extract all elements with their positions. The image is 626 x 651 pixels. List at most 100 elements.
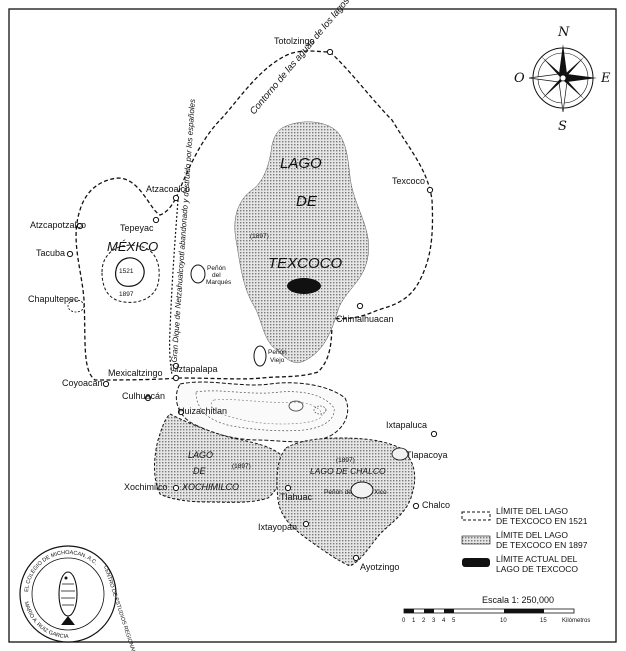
penon-viejo-label-2: Viejo [270, 357, 285, 364]
lago-texcoco-label-3: TEXCOCO [268, 255, 343, 272]
iztapalapa-peninsula [175, 381, 349, 443]
scale-tick-2: 2 [422, 618, 426, 624]
seal-fish-glyph [58, 571, 78, 625]
label-atzacoalco: Atzacoalco [146, 184, 190, 194]
marker-tlahuac [284, 484, 292, 492]
place-markers [66, 48, 438, 562]
dike-netzahualcoyotl [169, 199, 179, 376]
marker-atzcapotzalco [76, 222, 84, 230]
label-xochimilco: Xochimilco [124, 482, 168, 492]
penon-marques-label-2: del [212, 272, 221, 279]
marker-coyoacan [102, 380, 110, 388]
mexico-city-island-1521 [115, 257, 145, 287]
label-huizachitlan: Huizachitlan [178, 406, 227, 416]
marker-chimalhuacan [356, 302, 364, 310]
marker-tepeyac [152, 216, 160, 224]
tlapacoya-hill [391, 447, 409, 461]
legend-swatch-1521 [461, 511, 491, 521]
legend-current-line1: LÍMITE ACTUAL DEL [496, 554, 578, 564]
scale-bar: Escala 1: 250,000 0 1 2 3 4 5 10 15 Kiló… [402, 595, 590, 624]
lago-texcoco-1897 [234, 121, 369, 363]
label-chapultepec: Chapultepec [28, 294, 79, 304]
compass-south: S [558, 119, 567, 134]
label-atzcapotzalco: Atzcapotzalco [30, 220, 86, 230]
marker-atzacoalco [172, 194, 180, 202]
marker-ayotzingo [352, 554, 360, 562]
scale-unit: Kilómetros [562, 618, 590, 624]
current-lake-texcoco [287, 278, 321, 294]
legend-1521-line1: LÍMITE DEL LAGO [496, 506, 568, 516]
marker-mexicaltzingo [172, 374, 180, 382]
label-culhuacan: Culhuacán [122, 391, 165, 401]
label-coyoacan: Coyoacán [62, 378, 103, 388]
cerro-contour-2 [313, 405, 327, 415]
penon-marques-island [190, 264, 206, 284]
lago-xochimilco-label-1: LAGO [188, 450, 213, 460]
label-ayotzingo: Ayotzingo [360, 562, 399, 572]
lago-texcoco-label-2: DE [296, 193, 318, 210]
lago-xochimilco-label-3: XOCHIMILCO [181, 482, 239, 492]
marker-xochimilco [172, 484, 180, 492]
compass-west: O [514, 71, 525, 86]
mexico-city-label: MÉXICO [107, 239, 158, 254]
marker-huizachitlan [177, 408, 185, 416]
legend-1897-line2: DE TEXCOCO EN 1897 [496, 540, 588, 550]
legend-current-line2: LAGO DE TEXCOCO [496, 564, 578, 574]
lago-xochimilco-year: (1897) [232, 463, 251, 470]
penon-marques-label-1: Peñón [207, 265, 226, 272]
scale-tick-3: 3 [432, 618, 436, 624]
label-chalco: Chalco [422, 500, 450, 510]
peninsula-contour-1 [195, 390, 335, 432]
marker-ixtapaluca [430, 430, 438, 438]
chapultepec-hill [67, 299, 85, 313]
penon-xico-island [350, 481, 374, 499]
compass-north: N [557, 25, 570, 40]
compass-east: E [600, 71, 611, 86]
compass-rose [528, 44, 597, 113]
label-mexicaltzingo: Mexicaltzingo [108, 368, 163, 378]
shoreline-1521 [75, 50, 434, 381]
label-ixtapaluca: Ixtapaluca [386, 420, 427, 430]
marker-texcoco [426, 186, 434, 194]
marker-tacuba [66, 250, 74, 258]
label-tlapacoya: Tlapacoya [406, 450, 448, 460]
scale-tick-10: 10 [500, 618, 507, 624]
label-tacuba: Tacuba [36, 248, 65, 258]
penon-viejo-island [253, 345, 267, 367]
scale-tick-5: 5 [452, 618, 456, 624]
marker-culhuacan [144, 394, 152, 402]
lago-chalco-label: LAGO DE CHALCO [310, 466, 386, 476]
peninsula-contour-2 [210, 399, 323, 425]
marker-ixtayopan [302, 520, 310, 528]
label-ixtayopan: Ixtayopan [258, 522, 297, 532]
mexico-year-1521: 1521 [119, 268, 134, 275]
scale-label: Escala 1: 250,000 [482, 595, 554, 605]
label-iztapalapa: Iztapalapa [176, 364, 218, 374]
lago-chalco-year: (1897) [336, 457, 355, 464]
mexico-city-outline-1897 [101, 244, 160, 303]
penon-marques-label-3: Marqués [206, 279, 232, 286]
mexico-year-1897: 1897 [119, 291, 134, 298]
scale-tick-1: 1 [412, 618, 416, 624]
lago-xochimilco-label-2: DE [193, 466, 206, 476]
marker-iztapalapa [172, 362, 180, 370]
scale-tick-4: 4 [442, 618, 446, 624]
scale-tick-15: 15 [540, 618, 547, 624]
label-totolzingo: Totolzingo [274, 36, 315, 46]
lago-texcoco-year: (1897) [250, 233, 269, 240]
label-chimalhuacan: Chimalhuacan [336, 314, 394, 324]
marker-totolzingo [326, 48, 334, 56]
cerro-contour [288, 400, 304, 412]
legend: LÍMITE DEL LAGO DE TEXCOCO EN 1521 LÍMIT… [461, 506, 588, 574]
scale-tick-0: 0 [402, 618, 406, 624]
legend-swatch-current [462, 558, 490, 567]
label-tlahuac: Tlahuac [280, 492, 313, 502]
label-texcoco: Texcoco [392, 176, 425, 186]
lago-texcoco-label-1: LAGO [280, 155, 322, 172]
lago-xochimilco-1897 [154, 413, 283, 503]
penon-viejo-label-1: Peñón [268, 349, 287, 356]
lago-chalco-1897 [276, 437, 416, 567]
penon-xico-label-1: Peñón de [324, 489, 352, 496]
legend-1897-line1: LÍMITE DEL LAGO [496, 530, 568, 540]
